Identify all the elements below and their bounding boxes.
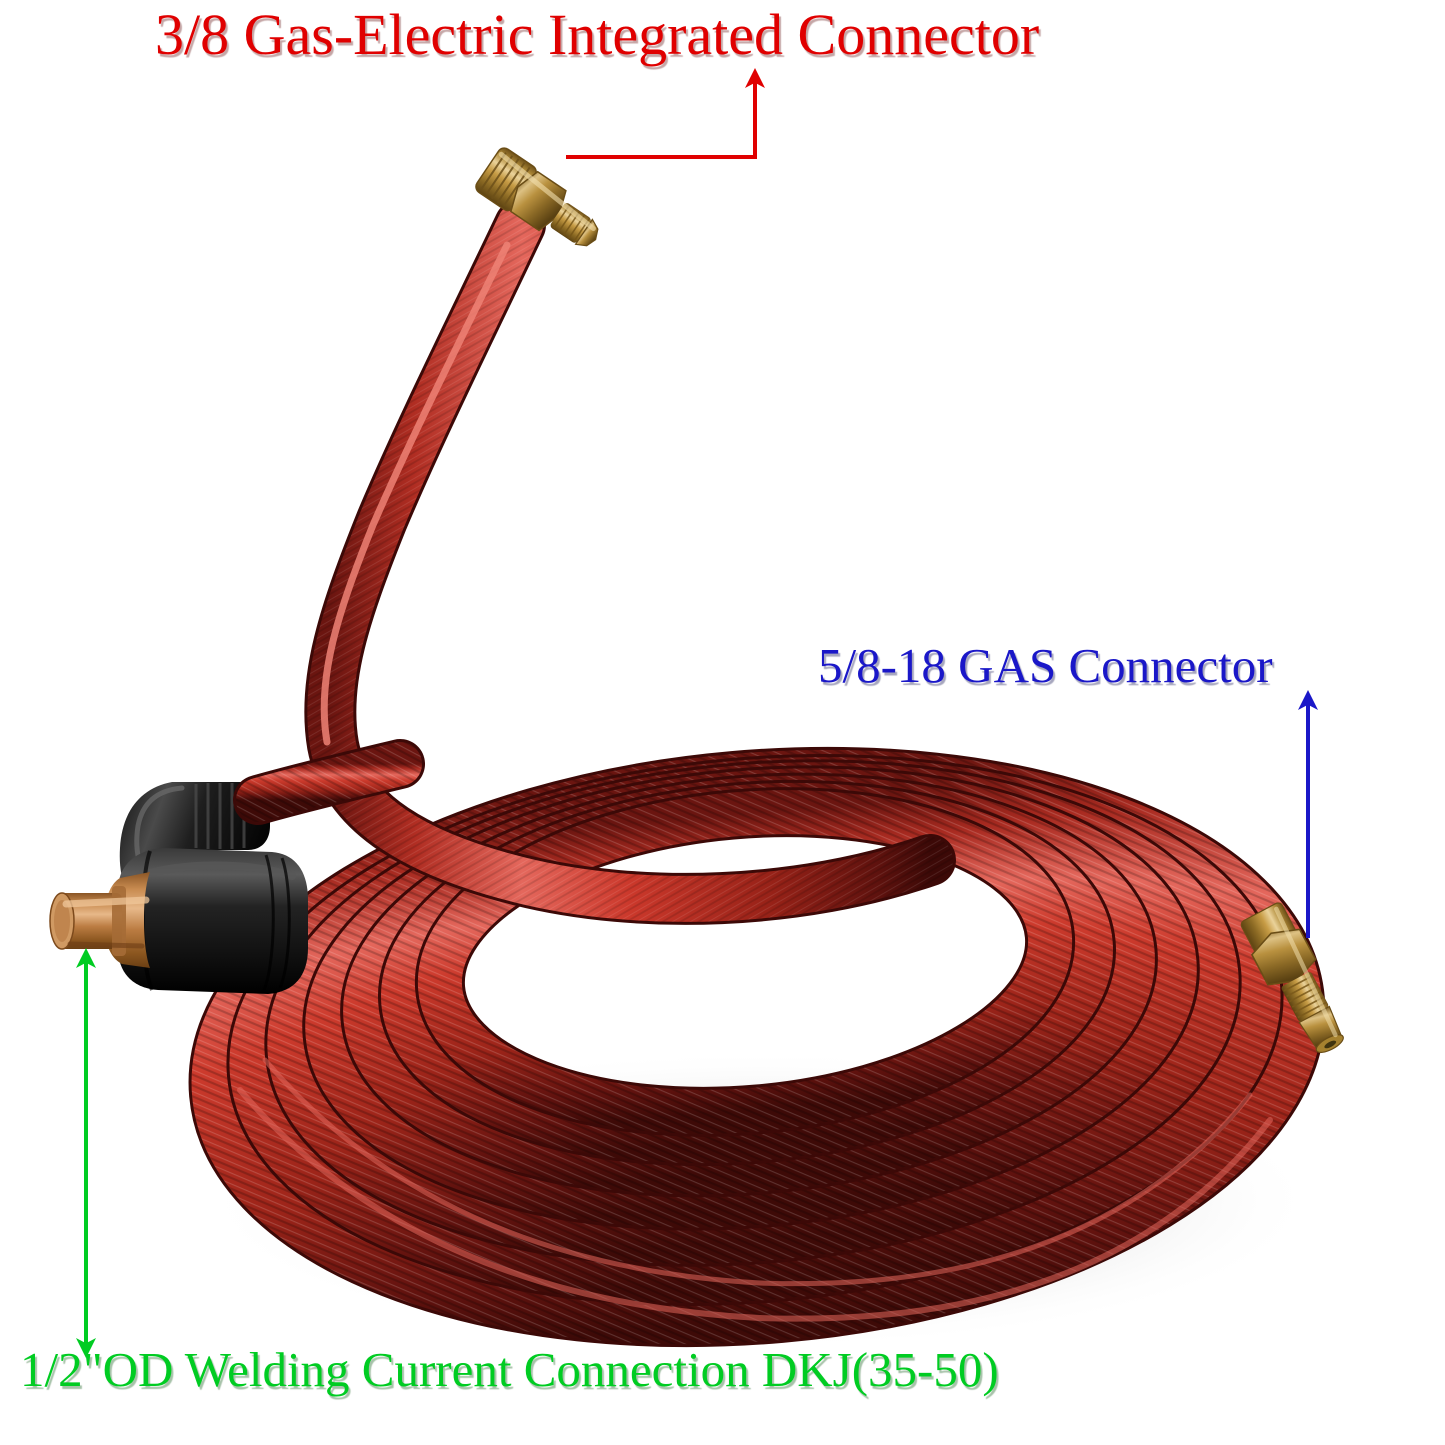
brass-integrated-connector bbox=[475, 147, 599, 247]
dkj-copper-pin bbox=[49, 872, 150, 968]
dkj-connector bbox=[49, 739, 425, 994]
leader-line-top bbox=[566, 68, 765, 159]
callout-label-integrated-connector: 3/8 Gas-Electric Integrated Connector bbox=[155, 2, 1040, 67]
brass-gas-fitting bbox=[1240, 902, 1344, 1053]
hose-upper-run bbox=[304, 199, 956, 925]
dkj-body bbox=[118, 848, 308, 994]
callout-label-welding-current-connection: 1/2"OD Welding Current Connection DKJ(35… bbox=[20, 1342, 999, 1397]
callout-label-gas-connector: 5/8-18 GAS Connector bbox=[818, 638, 1273, 693]
hose-coil bbox=[188, 746, 1326, 1348]
